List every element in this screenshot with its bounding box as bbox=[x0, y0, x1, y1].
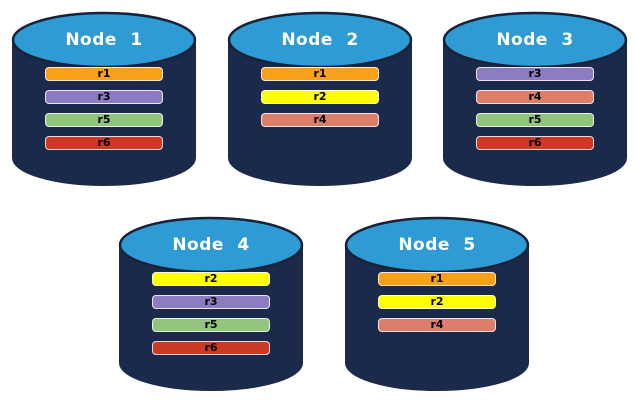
replica-bar-r5: r5 bbox=[45, 113, 163, 127]
replica-bar-r2: r2 bbox=[261, 90, 379, 104]
replica-bar-r2: r2 bbox=[378, 295, 496, 309]
replica-bar-r1: r1 bbox=[378, 272, 496, 286]
replica-bar-r1: r1 bbox=[261, 67, 379, 81]
replica-list: r2 r3 r5 r6 bbox=[152, 272, 270, 355]
replica-bar-r6: r6 bbox=[476, 136, 594, 150]
replica-list: r1 r2 r4 bbox=[261, 67, 379, 127]
replica-bar-r3: r3 bbox=[476, 67, 594, 81]
replica-list: r3 r4 r5 r6 bbox=[476, 67, 594, 150]
node-title: Node 4 bbox=[172, 235, 250, 255]
node-4: Node 4 r2 r3 r5 r6 bbox=[117, 213, 305, 395]
node-1: Node 1 r1 r3 r5 r6 bbox=[10, 8, 198, 190]
node-title: Node 3 bbox=[496, 30, 574, 50]
node-title: Node 2 bbox=[281, 30, 359, 50]
replica-bar-r4: r4 bbox=[476, 90, 594, 104]
replica-bar-r1: r1 bbox=[45, 67, 163, 81]
node-title: Node 1 bbox=[65, 30, 143, 50]
node-2: Node 2 r1 r2 r4 bbox=[226, 8, 414, 190]
replica-list: r1 r2 r4 bbox=[378, 272, 496, 332]
node-5: Node 5 r1 r2 r4 bbox=[343, 213, 531, 395]
replica-bar-r6: r6 bbox=[152, 341, 270, 355]
replica-bar-r4: r4 bbox=[261, 113, 379, 127]
replica-bar-r4: r4 bbox=[378, 318, 496, 332]
replica-bar-r3: r3 bbox=[45, 90, 163, 104]
replica-bar-r6: r6 bbox=[45, 136, 163, 150]
node-3: Node 3 r3 r4 r5 r6 bbox=[441, 8, 629, 190]
replica-bar-r3: r3 bbox=[152, 295, 270, 309]
replica-bar-r5: r5 bbox=[476, 113, 594, 127]
node-title: Node 5 bbox=[398, 235, 476, 255]
replica-bar-r5: r5 bbox=[152, 318, 270, 332]
replica-bar-r2: r2 bbox=[152, 272, 270, 286]
replica-list: r1 r3 r5 r6 bbox=[45, 67, 163, 150]
